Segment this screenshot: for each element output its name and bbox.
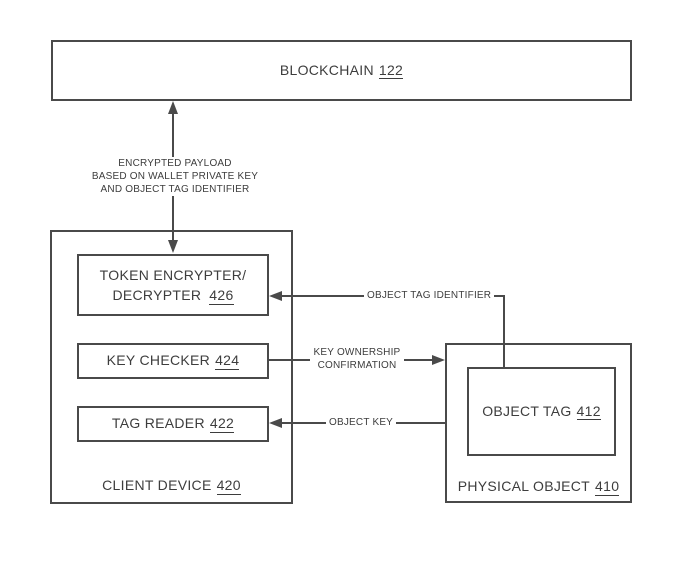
arrowhead-up: [168, 101, 178, 114]
token-encrypter-label: TOKEN ENCRYPTER/DECRYPTER 426: [100, 265, 247, 305]
key-ownership-line2: CONFIRMATION: [317, 360, 397, 371]
object-tag-identifier-label: OBJECT TAG IDENTIFIER: [364, 289, 495, 302]
blockchain-ref: 122: [378, 61, 404, 80]
client-device-box: TOKEN ENCRYPTER/DECRYPTER 426 KEY CHECKER…: [50, 230, 293, 504]
blockchain-name: BLOCKCHAIN: [279, 61, 374, 78]
encrypted-payload-label: ENCRYPTED PAYLOAD BASED ON WALLET PRIVATE…: [90, 157, 260, 196]
tag-reader-name: TAG READER: [111, 415, 205, 432]
connector-object-tag-identifier-v: [503, 295, 505, 367]
encrypted-payload-line1: ENCRYPTED PAYLOAD: [118, 158, 232, 169]
arrowhead-down: [168, 240, 178, 253]
tag-reader-ref: 422: [209, 415, 235, 433]
arrowhead-left-tag-reader: [269, 418, 282, 428]
token-encrypter-box: TOKEN ENCRYPTER/DECRYPTER 426: [77, 254, 269, 316]
token-encrypter-line1: TOKEN ENCRYPTER/: [99, 267, 247, 283]
key-ownership-label: KEY OWNERSHIP CONFIRMATION: [310, 346, 404, 372]
client-device-name: CLIENT DEVICE: [102, 477, 212, 494]
arrowhead-left-token-encrypter: [269, 291, 282, 301]
key-checker-name: KEY CHECKER: [106, 352, 211, 369]
physical-object-ref: 410: [595, 478, 620, 496]
encrypted-payload-line2: BASED ON WALLET PRIVATE KEY: [91, 171, 259, 182]
object-tag-name: OBJECT TAG: [482, 402, 572, 419]
encrypted-payload-line3: AND OBJECT TAG IDENTIFIER: [100, 184, 250, 195]
token-encrypter-ref: 426: [209, 287, 234, 305]
key-ownership-line1: KEY OWNERSHIP: [313, 347, 401, 358]
physical-object-name: PHYSICAL OBJECT: [457, 478, 591, 495]
client-device-ref: 420: [216, 477, 241, 495]
key-checker-ref: 424: [215, 352, 240, 370]
object-key-label: OBJECT KEY: [326, 416, 397, 429]
token-encrypter-line2: DECRYPTER: [112, 287, 202, 303]
object-tag-ref: 412: [576, 402, 601, 421]
arrowhead-right-physical-object: [432, 355, 445, 365]
